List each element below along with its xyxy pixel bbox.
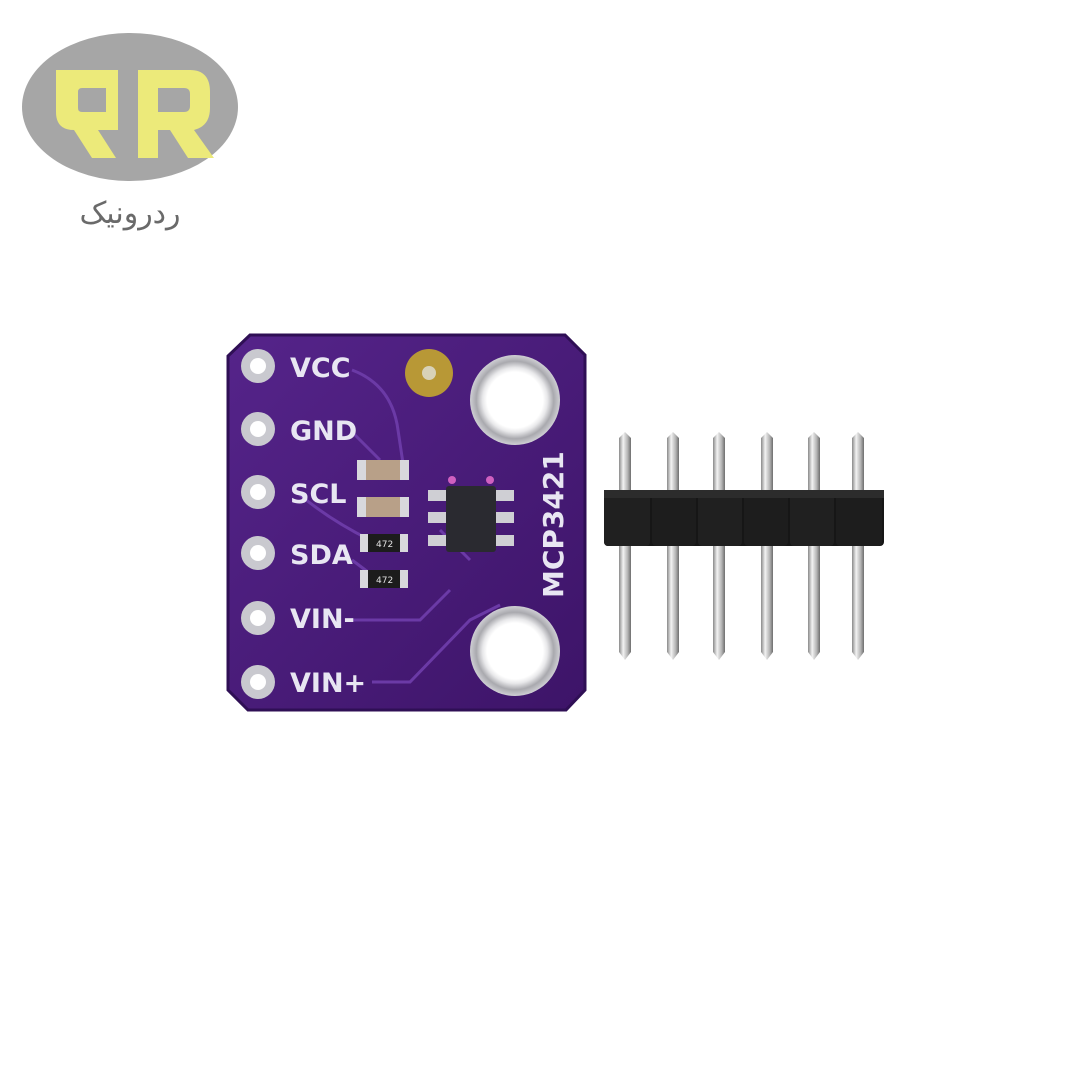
capacitor [357,497,409,517]
ic-chip [428,476,514,552]
pin-label-vin-plus: VIN+ [290,668,366,699]
pin-pads [241,349,275,699]
pin-pad [241,412,275,446]
brand-name: ردرونیک [79,196,181,231]
pin-pad [241,475,275,509]
resistor-code: 472 [376,576,393,586]
header-pin [852,432,864,660]
header-housing [604,490,884,546]
resistor-code: 472 [376,540,393,550]
pin-pad [241,536,275,570]
pin-pad [241,601,275,635]
pin-label-vcc: VCC [290,353,351,384]
header-pin [667,432,679,660]
pcb-board: VCC GND SCL SDA VIN- VIN+ 472 472 [226,333,587,712]
chip-label: MCP3421 [537,451,570,598]
brand-logo [22,33,238,181]
header-pin [713,432,725,660]
mounting-hole-bottom [470,606,560,696]
header-pin [761,432,773,660]
pin-header [604,432,884,660]
pin-pad [241,349,275,383]
resistor: 472 [360,534,408,552]
mounting-hole-top [470,355,560,445]
header-pin [808,432,820,660]
capacitor [357,460,409,480]
pin-pad [241,665,275,699]
pin-label-sda: SDA [290,540,353,571]
resistor: 472 [360,570,408,588]
pin-label-scl: SCL [290,479,346,510]
header-pins [619,432,864,660]
pin-label-gnd: GND [290,416,357,447]
header-pin [619,432,631,660]
pin-label-vin-minus: VIN- [290,604,355,635]
rr-monogram-icon [56,70,214,158]
